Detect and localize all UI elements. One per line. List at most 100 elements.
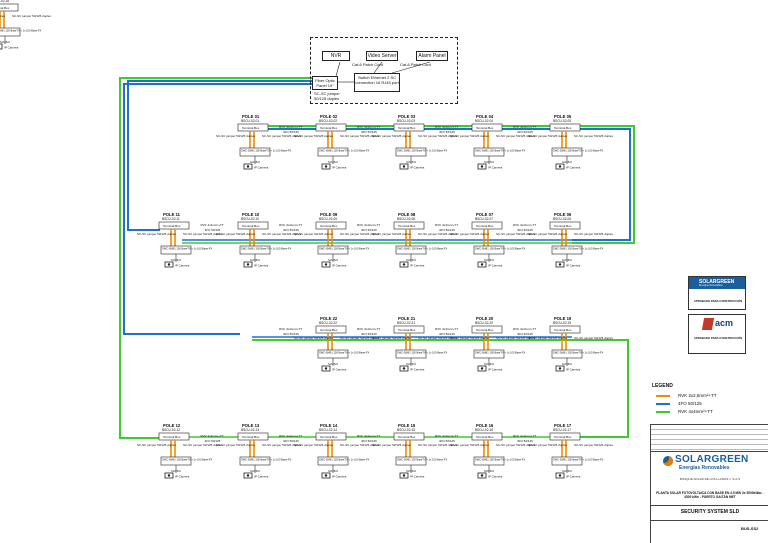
- pole-name: POLE 19: [554, 316, 572, 321]
- sch-label: Sch B-6: [328, 258, 338, 262]
- ip-camera-label: IP Camera: [410, 166, 425, 170]
- ip-camera-label: IP Camera: [566, 264, 581, 268]
- pole-switch-label: SWC-SM61 100 BaseTX + 1x 100 Base-FX: [397, 458, 448, 462]
- pole-cabinet: BSCU-02-09: [319, 217, 337, 221]
- pole-name: POLE 20: [476, 316, 494, 321]
- jumper-label-right: SC-SC jumper 50/125 duplex: [183, 443, 223, 447]
- ip-camera-icon: [0, 43, 3, 50]
- terminal-box: [549, 221, 581, 230]
- sch-label: Sch B-6: [250, 258, 260, 262]
- pole-cabinet: BSCU-02-21: [397, 321, 415, 325]
- jumper-label-right: SC-SC jumper 50/125 duplex: [340, 443, 380, 447]
- cable-label-fo: 4FO 50/125: [205, 228, 221, 232]
- cable-label-fo: 4FO 50/125: [439, 332, 455, 336]
- stamp-logo-text: SOLARGREEN: [699, 279, 735, 285]
- jumper-label-right: SC-SC jumper 50/125 duplex: [574, 336, 614, 340]
- jumper-label-left: SC-SC jumper 50/125 duplex: [450, 232, 490, 236]
- fiber-row1-to-row2: [262, 128, 631, 241]
- jumper-label-left: SC-SC jumper 50/125 duplex: [450, 134, 490, 138]
- terminal-box: [315, 123, 347, 132]
- pole-cabinet: BSCU-02-22: [319, 321, 337, 325]
- ethernet-switch: Switch Ethernet 2 SC connection 16 RJ45 …: [354, 73, 400, 92]
- ip-camera-lens-icon: [246, 263, 250, 266]
- ip-camera-label: IP Camera: [332, 368, 347, 372]
- jumper-label-left: SC-SC jumper 50/125 duplex: [528, 134, 568, 138]
- legend-label-power: RVK 4x4mm²+TT: [678, 409, 713, 414]
- terminal-box: [237, 432, 269, 441]
- sch-label: Sch B-6: [328, 362, 338, 366]
- pole-cabinet: BSCU-02-10: [241, 217, 259, 221]
- jumper-label-right: SC-SC jumper 50/125 duplex: [574, 232, 614, 236]
- title-block-logo-row: [651, 451, 768, 474]
- terminal-box-label: Terminal Box: [554, 126, 572, 130]
- cable-label-rv: RVK 4x4mm²+TT: [201, 434, 224, 438]
- cable-label-rv: RVK 4x4mm²+TT: [435, 434, 458, 438]
- ip-camera-label: IP Camera: [410, 264, 425, 268]
- acm-logo-text: acm: [715, 318, 734, 328]
- fiber-optic-panel: Fiber Optic Panel 19": [312, 76, 338, 90]
- pole-switch-label: SWC-SM61 100 BaseTX + 1x 100 Base-FX: [397, 149, 448, 153]
- terminal-box-label: Terminal Box: [554, 224, 572, 228]
- pole-name: POLE 04: [476, 114, 494, 119]
- control-link-alarm: [391, 61, 431, 74]
- ip-camera-lens-icon: [324, 263, 328, 266]
- sch-label: Sch B-6: [250, 469, 260, 473]
- jumper-label-right: SC-SC jumper 50/125 duplex: [418, 443, 458, 447]
- legend-item-fiber: [656, 403, 670, 405]
- terminal-box: [393, 123, 425, 132]
- ip-camera-lens-icon: [324, 165, 328, 168]
- jumper-label-right: SC-SC jumper 50/125 duplex: [496, 443, 536, 447]
- jumper-label-left: SC-SC jumper 50/125 duplex: [0, 14, 6, 18]
- sch-label: Sch B-6: [484, 362, 494, 366]
- terminal-box-label: Terminal Box: [320, 328, 338, 332]
- terminal-box-label: Terminal Box: [398, 328, 416, 332]
- terminal-box-label: Terminal Box: [398, 435, 416, 439]
- jumper-label-right: SC-SC jumper 50/125 duplex: [340, 134, 380, 138]
- ip-camera-lens-icon: [480, 165, 484, 168]
- pole-cabinet: BSCU-02-17: [553, 428, 571, 432]
- pole-name: POLE 15: [398, 423, 416, 428]
- pole-switch-label: SWC-SM61 100 BaseTX + 1x 100 Base-FX: [241, 458, 292, 462]
- pole-switch-label: SWC-SM61 100 BaseTX + 1x 100 Base-FX: [319, 351, 370, 355]
- ip-camera-lens-icon: [558, 367, 562, 370]
- drawing-title: SECURITY SYSTEM SLD: [680, 509, 740, 515]
- jumper-label-left: SC-SC jumper 50/125 duplex: [294, 134, 334, 138]
- revision-table: [651, 425, 768, 451]
- pole-name: POLE 01: [242, 114, 260, 119]
- cable-label-fo: 4FO 50/125: [361, 228, 377, 232]
- cable-label-fo: 4FO 50/125: [283, 228, 299, 232]
- legend-item-lowvolt: [656, 395, 670, 397]
- ip-camera-label: IP Camera: [332, 264, 347, 268]
- terminal-box: [471, 221, 503, 230]
- cable-label-rv: RVK 4x4mm²+TT: [279, 223, 302, 227]
- sch-label: Sch B-6: [171, 258, 181, 262]
- pole-switch-label: SWC-SM61 100 BaseTX + 1x 100 Base-FX: [319, 149, 370, 153]
- jumper-label-right: SC-SC jumper 50/125 duplex: [496, 336, 536, 340]
- legend-label-lowvolt: RVK 2x2,5mm²+TT: [678, 393, 717, 398]
- title-block-divider: [651, 505, 768, 506]
- acm-logo-icon: [701, 318, 715, 330]
- control-room: [310, 37, 458, 104]
- ip-camera-lens-icon: [480, 263, 484, 266]
- ip-camera-label: IP Camera: [488, 264, 503, 268]
- jumper-label-left: SC-SC jumper 50/125 duplex: [216, 443, 256, 447]
- terminal-box: [237, 221, 269, 230]
- terminal-box-label: Terminal Box: [476, 328, 494, 332]
- terminal-box-label: Terminal Box: [163, 435, 181, 439]
- pole-switch-label: SWC-SM61 100 BaseTX + 1x 100 Base-FX: [475, 247, 526, 251]
- jumper-label-left: SC-SC jumper 50/125 duplex: [528, 336, 568, 340]
- title-block-divider-2: [651, 520, 768, 521]
- ip-camera-lens-icon: [324, 367, 328, 370]
- ip-camera-label: IP Camera: [566, 368, 581, 372]
- pole-cabinet: BSCU-02-20: [475, 321, 493, 325]
- terminal-box-label: Terminal Box: [476, 435, 494, 439]
- terminal-box-label: Terminal Box: [163, 224, 181, 228]
